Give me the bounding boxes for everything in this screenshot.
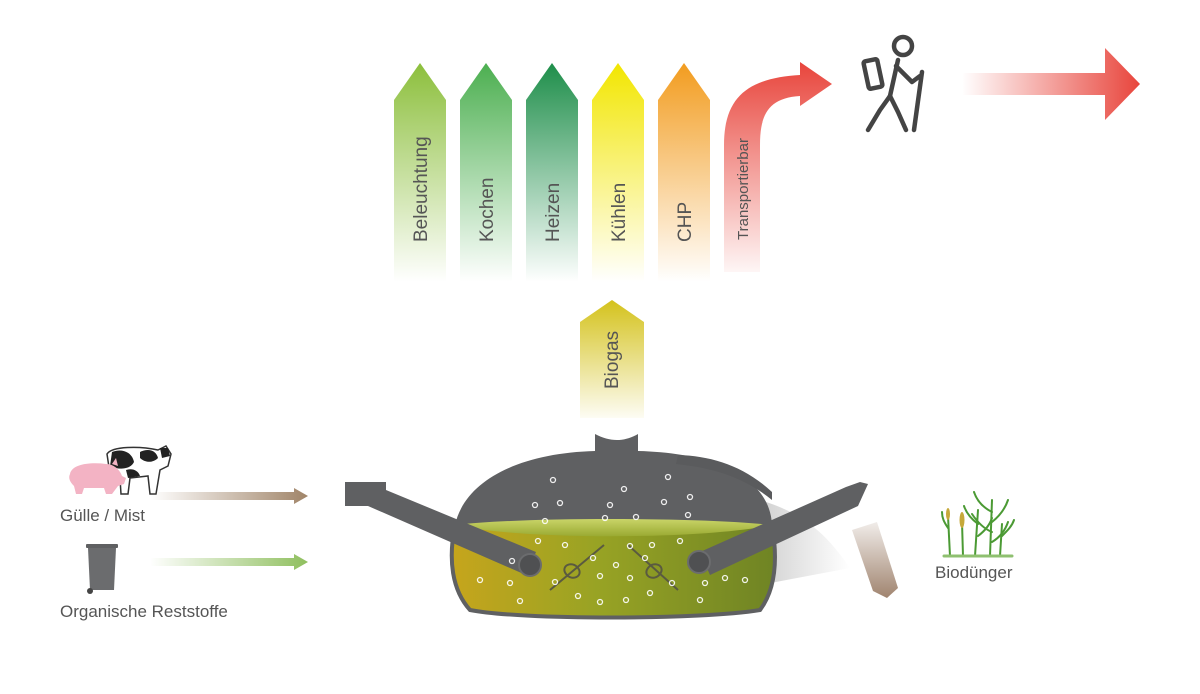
biogas-label: Biogas — [602, 331, 623, 389]
use-arrow-heizen: Heizen — [526, 63, 578, 282]
hiker-icon — [861, 34, 925, 133]
fertilizer-arrow — [852, 522, 898, 598]
transport-arrow: Transportierbar — [724, 62, 832, 272]
biogas-arrow: Biogas — [580, 300, 644, 418]
use-arrow-beleuchtung: Beleuchtung — [394, 63, 446, 282]
use-label-beleuchtung: Beleuchtung — [411, 136, 432, 242]
use-arrow-kochen: Kochen — [460, 63, 512, 282]
use-arrow-chp: CHP — [658, 63, 710, 282]
biogas-digester-icon — [345, 434, 868, 620]
use-label-chp: CHP — [675, 202, 696, 242]
fertilizer-label: Biodünger — [935, 563, 1013, 582]
transport-label: Transportierbar — [735, 138, 752, 240]
waste-bin-icon — [86, 544, 118, 594]
plants-icon-detail — [946, 508, 965, 528]
organic-arrow — [150, 554, 308, 570]
pig-icon — [69, 458, 126, 494]
organic-label: Organische Reststoffe — [60, 602, 228, 621]
use-label-heizen: Heizen — [543, 183, 564, 242]
manure-label: Gülle / Mist — [60, 506, 145, 525]
use-label-kuehlen: Kühlen — [609, 183, 630, 242]
use-arrow-kuehlen: Kühlen — [592, 63, 644, 282]
use-label-kochen: Kochen — [477, 178, 498, 242]
plants-icon — [941, 491, 1015, 558]
energy-output-arrow — [962, 48, 1140, 120]
manure-arrow — [150, 488, 308, 504]
